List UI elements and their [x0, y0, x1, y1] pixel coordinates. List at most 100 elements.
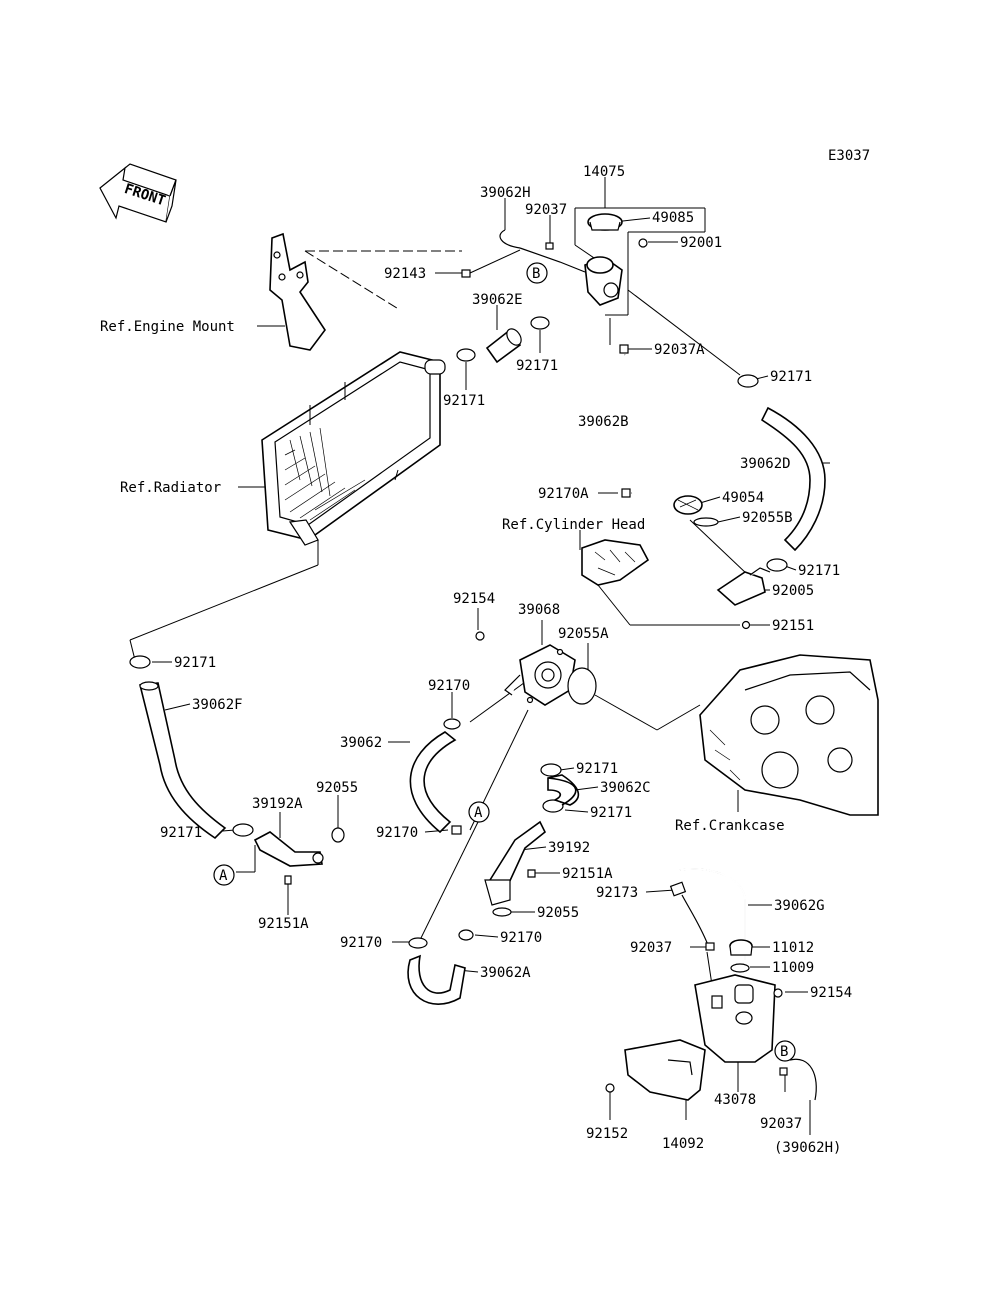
callout-92173: 92173	[596, 885, 638, 901]
clamp-92170-c	[458, 929, 474, 941]
leader-lines	[129, 177, 830, 1135]
hose-39062B-inner	[623, 354, 693, 495]
ref-cylinder-head: Ref.Cylinder Head	[502, 517, 645, 533]
oring-92055A	[567, 667, 597, 705]
pipe-39192A	[253, 831, 324, 867]
clamp-92171-f	[540, 763, 562, 777]
callout-39192A: 39192A	[252, 796, 303, 812]
callout-92171-f: 92171	[576, 761, 618, 777]
callout-92170-b: 92170	[376, 825, 418, 841]
clamp-92171-e	[129, 655, 151, 669]
callout-labels: 14075 39062H 92037 49085 92001 92143 390…	[160, 164, 852, 1156]
filler-neck-part	[519, 247, 623, 306]
callout-11009: 11009	[772, 960, 814, 976]
callout-39068: 39068	[518, 602, 560, 618]
callout-39062H-ref: (39062H)	[774, 1140, 841, 1156]
water-pump-39068	[504, 644, 576, 706]
reservoir-tank-43078	[694, 974, 776, 1063]
clamp-92170-b	[451, 825, 462, 835]
callout-92171-c: 92171	[770, 369, 812, 385]
clamp-92171-d	[766, 558, 788, 572]
callout-39192: 39192	[548, 840, 590, 856]
clamp-92171-c	[737, 374, 759, 388]
callout-11012: 11012	[772, 940, 814, 956]
pipe-39192	[484, 820, 547, 906]
callout-92171-d: 92171	[798, 563, 840, 579]
callout-92055-b: 92055	[537, 905, 579, 921]
oring-92055-b	[492, 907, 512, 917]
svg-text:B: B	[532, 266, 540, 282]
connector-b-bot: B	[774, 1040, 796, 1062]
bolt-92154-b	[773, 988, 783, 998]
clamp-92170-a	[443, 718, 461, 730]
clamp-92171-b	[456, 348, 476, 362]
cylinder-head-part	[581, 539, 650, 586]
bolt-92001	[638, 238, 648, 248]
callout-39062G: 39062G	[774, 898, 825, 914]
callout-14075: 14075	[583, 164, 625, 180]
callout-92005: 92005	[772, 583, 814, 599]
callout-92001: 92001	[680, 235, 722, 251]
callout-92151: 92151	[772, 618, 814, 634]
thermostat-49054	[673, 495, 703, 515]
callout-92170-d: 92170	[340, 935, 382, 951]
reservoir-cover-14092	[624, 1039, 706, 1101]
hose-39062H	[499, 229, 521, 249]
front-arrow-icon: FRONT	[99, 163, 177, 223]
ref-crankcase: Ref.Crankcase	[675, 818, 785, 834]
callout-39062C: 39062C	[600, 780, 651, 796]
callout-92171-b: 92171	[443, 393, 485, 409]
callout-92151A-a: 92151A	[562, 866, 613, 882]
bolt-92154-a	[475, 631, 485, 641]
reservoir-cap-11012	[729, 939, 753, 956]
callout-92055-a: 92055	[316, 780, 358, 796]
oring-92055B	[693, 517, 719, 527]
bolt-92151	[741, 620, 751, 630]
svg-text:A: A	[219, 868, 228, 884]
callout-92154-b: 92154	[810, 985, 852, 1001]
hose-92173	[681, 894, 709, 946]
clamp-92170-d	[408, 937, 428, 949]
connector-a-mid: A	[468, 801, 490, 823]
callout-39062H: 39062H	[480, 185, 531, 201]
ref-engine-mount: Ref.Engine Mount	[100, 319, 235, 335]
callout-14092: 14092	[662, 1136, 704, 1152]
callout-92154-a: 92154	[453, 591, 495, 607]
hose-39062H-lower	[789, 1058, 817, 1101]
svg-text:B: B	[780, 1044, 788, 1060]
clip-92037-top	[545, 242, 554, 250]
clip-92037A	[619, 344, 629, 354]
crankcase-part	[699, 654, 879, 816]
callout-92171-e: 92171	[174, 655, 216, 671]
oring-92055-a	[331, 827, 345, 843]
callout-39062E: 39062E	[472, 292, 523, 308]
svg-text:A: A	[474, 805, 483, 821]
bolt-92151A-a	[527, 869, 536, 878]
callout-92143: 92143	[384, 266, 426, 282]
callout-43078: 43078	[714, 1092, 756, 1108]
bolt-92151A-b	[284, 875, 292, 885]
clamp-92171-h	[232, 823, 254, 837]
callout-92171-h: 92171	[160, 825, 202, 841]
diagram-code: E3037	[828, 148, 870, 164]
washer-92152	[605, 1083, 615, 1093]
callout-92037-top: 92037	[525, 202, 567, 218]
radiator-cap-part	[587, 213, 623, 231]
housing-92005	[716, 567, 771, 606]
hose-39062G	[669, 868, 746, 960]
hose-39062C	[547, 774, 580, 806]
callout-92171-g: 92171	[590, 805, 632, 821]
engine-mount-part	[269, 232, 326, 351]
hose-39062A	[407, 954, 466, 1005]
callout-39062B: 39062B	[578, 414, 629, 430]
callout-92055B: 92055B	[742, 510, 793, 526]
gasket-11009	[730, 963, 750, 973]
callout-92151A-b: 92151A	[258, 916, 309, 932]
connector-a-left: A	[213, 864, 235, 886]
callout-39062D: 39062D	[740, 456, 791, 472]
hose-39062F	[139, 681, 227, 840]
callout-92037A: 92037A	[654, 342, 705, 358]
clamp-92170A	[621, 488, 631, 498]
callout-39062F: 39062F	[192, 697, 243, 713]
